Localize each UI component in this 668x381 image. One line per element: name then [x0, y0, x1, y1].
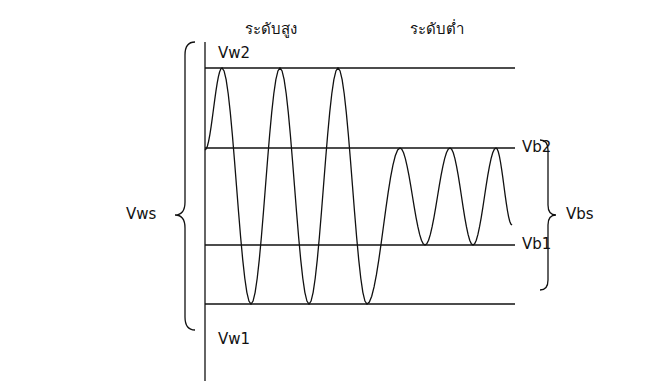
right-brace: [540, 140, 556, 290]
level-line: [205, 244, 515, 245]
voltage-label: Vw2: [218, 44, 250, 62]
level-line: [205, 147, 515, 148]
voltage-label: Vbs: [566, 205, 594, 223]
voltage-label: Vw1: [218, 330, 250, 348]
level-heading: ระดับต่ำ: [410, 20, 464, 38]
level-heading: ระดับสูง: [245, 20, 297, 38]
vertical-axis: [204, 42, 205, 381]
left-brace: [175, 42, 195, 330]
voltage-label: Vb2: [522, 138, 551, 156]
voltage-label: Vws: [126, 205, 156, 223]
voltage-label: Vb1: [522, 235, 551, 253]
level-line: [205, 67, 515, 68]
sine-wave: [205, 68, 512, 304]
